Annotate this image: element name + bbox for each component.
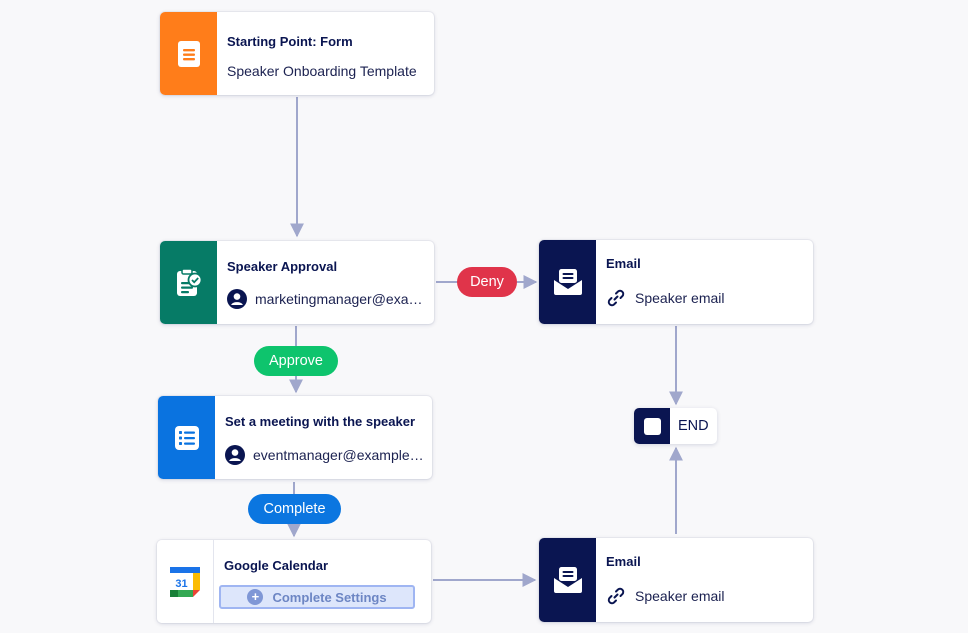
node-end-label: END [678, 418, 709, 434]
calendar-day-number: 31 [175, 578, 187, 590]
email-icon [553, 269, 582, 295]
node-start-subtitle: Speaker Onboarding Template [227, 63, 417, 79]
node-calendar-title: Google Calendar [224, 558, 329, 573]
complete-settings-button[interactable]: + Complete Settings [219, 585, 415, 609]
node-email-bottom-tile [539, 538, 596, 622]
node-approval-assignee: marketingmanager@example.com [227, 289, 426, 309]
node-speaker-approval[interactable]: Speaker Approval marketingmanager@exampl… [160, 241, 434, 324]
link-icon [607, 587, 625, 605]
email-icon [553, 567, 582, 593]
complete-branch-badge[interactable]: Complete [248, 494, 341, 524]
node-calendar-tile: 31 [157, 540, 214, 623]
node-end[interactable]: END [634, 408, 717, 444]
node-email-bottom-title: Email [606, 554, 641, 569]
user-avatar-icon [225, 445, 245, 465]
node-approval-title: Speaker Approval [227, 259, 338, 274]
node-meeting-title: Set a meeting with the speaker [225, 414, 416, 429]
node-email-top-title: Email [606, 256, 641, 271]
plus-icon: + [247, 589, 264, 605]
form-icon [177, 40, 200, 67]
user-avatar-icon [227, 289, 247, 309]
node-email-top-tile [539, 240, 596, 324]
node-email-bottom[interactable]: Email Speaker email [539, 538, 813, 622]
stop-icon [634, 408, 670, 444]
node-email-top[interactable]: Email Speaker email [539, 240, 813, 324]
node-starting-point-form[interactable]: Starting Point: Form Speaker Onboarding … [160, 12, 434, 95]
node-meeting-assignee: eventmanager@example.com [225, 445, 424, 465]
node-start-title: Starting Point: Form [227, 34, 353, 49]
node-google-calendar[interactable]: 31 Google Calendar + Complete Settings [157, 540, 431, 623]
node-email-top-subtitle: Speaker email [606, 288, 805, 308]
node-email-bottom-subtitle: Speaker email [606, 586, 805, 606]
google-calendar-icon: 31 [170, 566, 200, 597]
link-icon [607, 289, 625, 307]
deny-branch-badge[interactable]: Deny [457, 267, 517, 297]
node-meeting-tile [158, 396, 215, 479]
approve-branch-badge[interactable]: Approve [254, 346, 338, 376]
approval-icon [176, 267, 202, 296]
task-list-icon [174, 425, 199, 450]
complete-settings-label: Complete Settings [272, 589, 387, 605]
node-approval-tile [160, 241, 217, 324]
node-start-tile [160, 12, 217, 95]
node-set-meeting[interactable]: Set a meeting with the speaker eventmana… [158, 396, 432, 479]
